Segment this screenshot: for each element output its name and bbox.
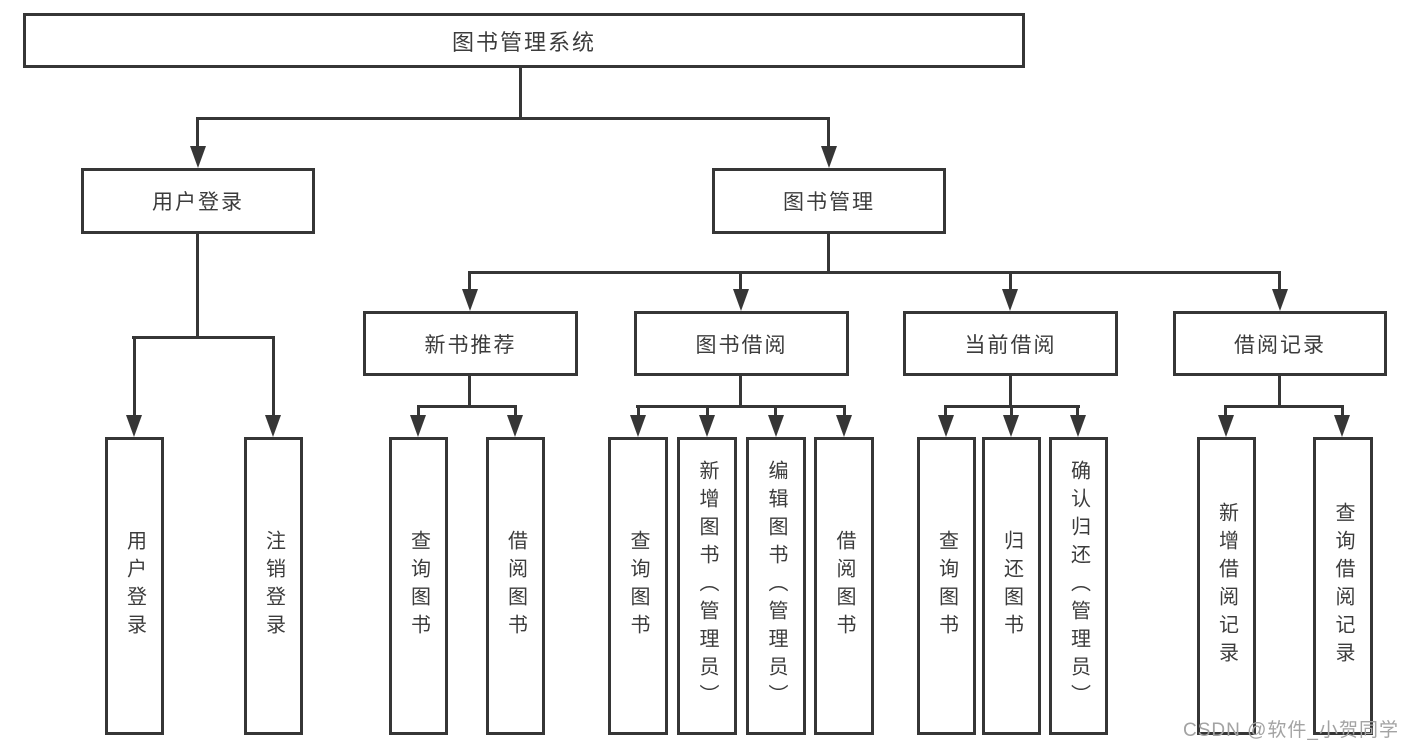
leaf-query-books-2-label: 查询图书 bbox=[627, 530, 649, 642]
node-borrow-records-label: 借阅记录 bbox=[1234, 333, 1326, 357]
connector-drop-leaf bbox=[1224, 405, 1227, 417]
leaf-query-books-2: 查询图书 bbox=[608, 437, 668, 735]
leaf-add-books-admin: 新增图书（管理员） bbox=[677, 437, 737, 735]
connector-drop-leaf bbox=[1010, 405, 1013, 417]
leaf-borrow-books-1-label: 借阅图书 bbox=[504, 530, 527, 642]
node-current-borrow: 当前借阅 bbox=[903, 311, 1118, 376]
connector-level1-rail bbox=[197, 117, 830, 120]
arrowhead-down-icon bbox=[821, 146, 837, 168]
arrowhead-down-icon bbox=[1218, 415, 1234, 437]
connector-drop-group bbox=[1278, 271, 1281, 291]
node-user-login: 用户登录 bbox=[81, 168, 315, 234]
leaf-logout: 注销登录 bbox=[244, 437, 303, 735]
leaf-confirm-return-admin-label: 确认归还（管理员） bbox=[1067, 460, 1090, 712]
connector-drop-leaf bbox=[774, 405, 777, 417]
connector-group-rail bbox=[417, 405, 516, 408]
node-book-borrow-label: 图书借阅 bbox=[695, 333, 788, 357]
arrowhead-down-icon bbox=[768, 415, 784, 437]
connector-login-rail bbox=[132, 336, 274, 339]
node-book-management: 图书管理 bbox=[712, 168, 946, 234]
leaf-borrow-books-1: 借阅图书 bbox=[486, 437, 545, 735]
connector-login-stem bbox=[196, 234, 199, 339]
arrowhead-down-icon bbox=[507, 415, 523, 437]
connector-drop-leaf bbox=[1341, 405, 1344, 417]
leaf-user-login-label: 用户登录 bbox=[123, 530, 146, 642]
leaf-borrow-books-2: 借阅图书 bbox=[814, 437, 874, 735]
connector-drop-login bbox=[196, 117, 199, 151]
connector-drop-leaf bbox=[1076, 405, 1079, 417]
connector-drop-group bbox=[739, 271, 742, 291]
node-borrow-records: 借阅记录 bbox=[1173, 311, 1387, 376]
watermark: CSDN @软件_小贺同学 bbox=[1183, 720, 1399, 741]
arrowhead-down-icon bbox=[1334, 415, 1350, 437]
connector-group-stem bbox=[739, 376, 742, 408]
connector-drop-mgmt bbox=[827, 117, 830, 151]
arrowhead-down-icon bbox=[699, 415, 715, 437]
leaf-edit-books-admin-label: 编辑图书（管理员） bbox=[765, 460, 787, 712]
connector-drop-leaf bbox=[843, 405, 846, 417]
connector-root-stem bbox=[519, 68, 522, 120]
arrowhead-down-icon bbox=[1003, 415, 1019, 437]
leaf-borrow-books-2-label: 借阅图书 bbox=[833, 530, 855, 642]
leaf-query-books-3: 查询图书 bbox=[917, 437, 976, 735]
connector-group-rail bbox=[1224, 405, 1344, 408]
node-root-label: 图书管理系统 bbox=[451, 29, 596, 55]
leaf-logout-label: 注销登录 bbox=[262, 530, 285, 642]
connector-drop-leaf bbox=[637, 405, 640, 417]
arrowhead-down-icon bbox=[630, 415, 646, 437]
node-new-book-recommend-label: 新书推荐 bbox=[424, 333, 517, 357]
leaf-return-books: 归还图书 bbox=[982, 437, 1041, 735]
leaf-add-borrow-record: 新增借阅记录 bbox=[1197, 437, 1256, 735]
connector-drop-leaf bbox=[133, 336, 136, 419]
leaf-return-books-label: 归还图书 bbox=[1000, 530, 1023, 642]
node-book-management-label: 图书管理 bbox=[783, 191, 875, 214]
connector-drop-leaf bbox=[272, 336, 275, 419]
arrowhead-down-icon bbox=[1272, 289, 1288, 311]
leaf-edit-books-admin: 编辑图书（管理员） bbox=[746, 437, 806, 735]
leaf-query-books-3-label: 查询图书 bbox=[935, 530, 958, 642]
node-new-book-recommend: 新书推荐 bbox=[363, 311, 578, 376]
connector-drop-leaf bbox=[417, 405, 420, 417]
arrowhead-down-icon bbox=[265, 415, 281, 437]
leaf-query-books-1-label: 查询图书 bbox=[407, 530, 430, 642]
node-user-login-label: 用户登录 bbox=[152, 191, 244, 214]
arrowhead-down-icon bbox=[938, 415, 954, 437]
arrowhead-down-icon bbox=[1002, 289, 1018, 311]
connector-drop-group bbox=[468, 271, 471, 291]
leaf-query-books-1: 查询图书 bbox=[389, 437, 448, 735]
arrowhead-down-icon bbox=[733, 289, 749, 311]
connector-group-stem bbox=[468, 376, 471, 408]
arrowhead-down-icon bbox=[190, 146, 206, 168]
leaf-query-borrow-record: 查询借阅记录 bbox=[1313, 437, 1373, 735]
connector-group-stem bbox=[1009, 376, 1012, 408]
leaf-query-borrow-record-label: 查询借阅记录 bbox=[1332, 502, 1354, 670]
leaf-add-books-admin-label: 新增图书（管理员） bbox=[696, 460, 718, 712]
node-root: 图书管理系统 bbox=[23, 13, 1025, 68]
leaf-confirm-return-admin: 确认归还（管理员） bbox=[1049, 437, 1108, 735]
connector-drop-leaf bbox=[514, 405, 517, 417]
arrowhead-down-icon bbox=[836, 415, 852, 437]
arrowhead-down-icon bbox=[410, 415, 426, 437]
leaf-add-borrow-record-label: 新增借阅记录 bbox=[1215, 502, 1238, 670]
connector-group-rail bbox=[636, 405, 845, 408]
connector-drop-leaf bbox=[944, 405, 947, 417]
arrowhead-down-icon bbox=[1070, 415, 1086, 437]
node-book-borrow: 图书借阅 bbox=[634, 311, 849, 376]
connector-mgmt-rail bbox=[468, 271, 1281, 274]
connector-mgmt-stem bbox=[827, 234, 830, 274]
arrowhead-down-icon bbox=[462, 289, 478, 311]
node-current-borrow-label: 当前借阅 bbox=[964, 333, 1057, 357]
connector-group-stem bbox=[1278, 376, 1281, 408]
connector-drop-leaf bbox=[706, 405, 709, 417]
arrowhead-down-icon bbox=[126, 415, 142, 437]
leaf-user-login: 用户登录 bbox=[105, 437, 164, 735]
connector-drop-group bbox=[1009, 271, 1012, 291]
